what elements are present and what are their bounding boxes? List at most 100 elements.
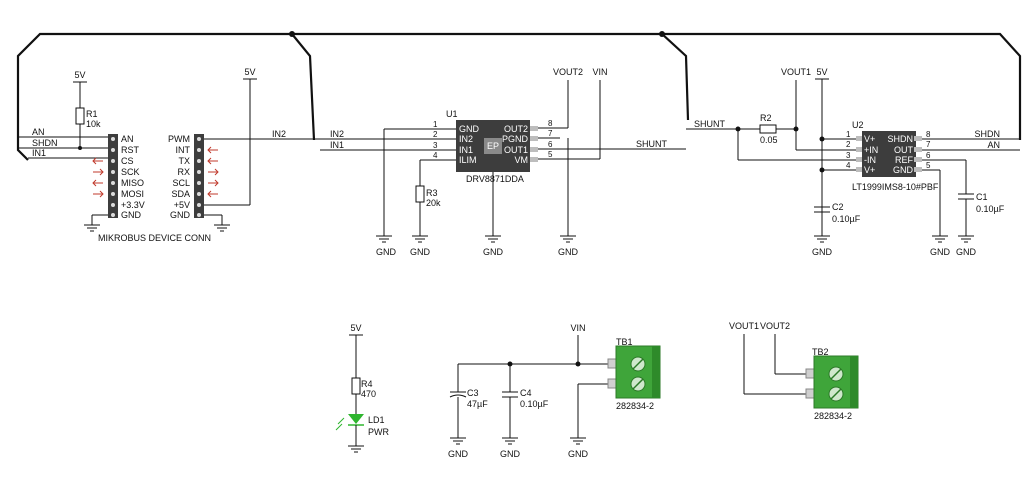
- tb1-net-vin: VIN: [570, 323, 585, 333]
- u2-net-vout1: VOUT1: [781, 67, 811, 77]
- right-pin-int: INT: [176, 145, 191, 155]
- bus-outline: [16, 31, 1022, 161]
- u1-net-vin: VIN: [592, 67, 607, 77]
- u2-ground-symbols: [814, 235, 974, 243]
- u1-part: DRV8871DDA: [466, 174, 524, 184]
- r3-ref: R3: [426, 188, 438, 198]
- c4-value: 0.10µF: [520, 399, 549, 409]
- u1-pin4-num: 4: [433, 151, 438, 160]
- supply-5v-left: 5V: [74, 70, 85, 80]
- u1-ref: U1: [446, 109, 458, 119]
- tb1-ref: TB1: [616, 337, 633, 347]
- r4-value: 470: [361, 389, 376, 399]
- left-pin-mosi: MOSI: [121, 189, 144, 199]
- r1-ref: R1: [86, 109, 98, 119]
- u1-exposed-pad: EP: [487, 141, 499, 151]
- u2-current-sense: SHUNT R2 0.05 VOUT1 5V 1 2 3 4 U2 V+: [686, 67, 1020, 257]
- left-pin-3v3: +3.3V: [121, 200, 145, 210]
- u1-pin7-num: 7: [548, 129, 553, 138]
- u1-pin-pgnd: PGND: [502, 134, 529, 144]
- u2-pin-vplus4: V+: [864, 165, 875, 175]
- right-pin-tx: TX: [178, 156, 190, 166]
- right-signal-arrows: [207, 146, 219, 198]
- u1-pin1-num: 1: [433, 120, 438, 129]
- led-supply-5v: 5V: [350, 323, 361, 333]
- u1-net-shunt: SHUNT: [636, 139, 668, 149]
- u2-net-shdn: SHDN: [974, 129, 1000, 139]
- input-power-block: VIN C3 47µF C4 0.10µF GND GND GND TB1: [448, 323, 661, 459]
- r4-ref: R4: [361, 379, 373, 389]
- u2-pin6-num: 6: [926, 151, 931, 160]
- u2-pin-gnd: GND: [893, 165, 914, 175]
- u1-motor-driver: IN2 IN1 U1 EP 1 2 3 4 GND IN2 IN1 ILIM O…: [314, 67, 686, 257]
- gnd-label: GND: [930, 247, 951, 257]
- u1-ground-symbols: [376, 235, 576, 243]
- u2-pin5-num: 5: [926, 161, 931, 170]
- tb2-net-vout1: VOUT1: [729, 321, 759, 331]
- output-terminal-block: VOUT1 VOUT2 TB2 282834-2: [729, 321, 859, 421]
- u1-pin-vm: VM: [515, 155, 529, 165]
- u2-net-an: AN: [987, 140, 1000, 150]
- left-signal-arrows: [92, 157, 104, 198]
- net-label-an: AN: [32, 127, 45, 137]
- supply-5v-right: 5V: [244, 67, 255, 77]
- ld1-value: PWR: [368, 427, 389, 437]
- u2-pin-out: OUT: [894, 145, 914, 155]
- c2-value: 0.10µF: [832, 214, 861, 224]
- u1-pin3-num: 3: [433, 141, 438, 150]
- u2-pin3-num: 3: [846, 151, 851, 160]
- right-pin-gnd: GND: [170, 210, 191, 220]
- u1-pin5-num: 5: [548, 150, 553, 159]
- led-icon: [348, 414, 364, 424]
- r2-value: 0.05: [760, 135, 778, 145]
- power-led-circuit: 5V R4 470 LD1 PWR: [335, 323, 389, 453]
- u2-pin7-num: 7: [926, 140, 931, 149]
- u1-net-in2: IN2: [330, 129, 344, 139]
- u2-pin-shdn: SHDN: [887, 134, 913, 144]
- u1-pin-out1: OUT1: [504, 145, 528, 155]
- left-pin-gnd: GND: [121, 210, 142, 220]
- u1-net-in1: IN1: [330, 140, 344, 150]
- left-pin-miso: MISO: [121, 178, 144, 188]
- left-pin-cs: CS: [121, 156, 134, 166]
- net-label-shdn: SHDN: [32, 138, 58, 148]
- gnd-label: GND: [376, 247, 397, 257]
- ld1-ref: LD1: [368, 415, 385, 425]
- mikrobus-connector: AN SHDN IN1 5V R1 10k AN RST CS SCK MISO…: [18, 67, 314, 243]
- u1-pin2-num: 2: [433, 130, 438, 139]
- r3-value: 20k: [426, 198, 441, 208]
- gnd-label: GND: [956, 247, 977, 257]
- gnd-label: GND: [448, 449, 469, 459]
- u2-pin-minus-in: -IN: [864, 155, 876, 165]
- right-pin-sda: SDA: [171, 189, 190, 199]
- u1-pin-ilim: ILIM: [459, 155, 477, 165]
- gnd-label: GND: [558, 247, 579, 257]
- c4-ref: C4: [520, 388, 532, 398]
- u1-pin-gnd: GND: [459, 124, 480, 134]
- right-pin-rx: RX: [177, 167, 190, 177]
- c1-ref: C1: [976, 192, 988, 202]
- tb2-ref: TB2: [812, 347, 829, 357]
- left-header-pins: [111, 137, 115, 217]
- u2-pin8-num: 8: [926, 130, 931, 139]
- u2-pin2-num: 2: [846, 140, 851, 149]
- net-label-in1: IN1: [32, 148, 46, 158]
- left-pin-sck: SCK: [121, 167, 140, 177]
- u1-pin-in1: IN1: [459, 145, 473, 155]
- c3-ref: C3: [467, 388, 479, 398]
- u2-pin-plus-in: +IN: [864, 145, 878, 155]
- u2-pin4-num: 4: [846, 161, 851, 170]
- u2-net-shunt: SHUNT: [694, 119, 726, 129]
- net-label-in2: IN2: [272, 129, 286, 139]
- right-pin-pwm: PWM: [168, 134, 190, 144]
- r2-ref: R2: [760, 113, 772, 123]
- c1-value: 0.10µF: [976, 204, 1005, 214]
- tb1-part: 282834-2: [616, 401, 654, 411]
- u1-pin8-num: 8: [548, 119, 553, 128]
- left-pin-rst: RST: [121, 145, 140, 155]
- gnd-label: GND: [410, 247, 431, 257]
- gnd-label: GND: [483, 247, 504, 257]
- r1-value: 10k: [86, 119, 101, 129]
